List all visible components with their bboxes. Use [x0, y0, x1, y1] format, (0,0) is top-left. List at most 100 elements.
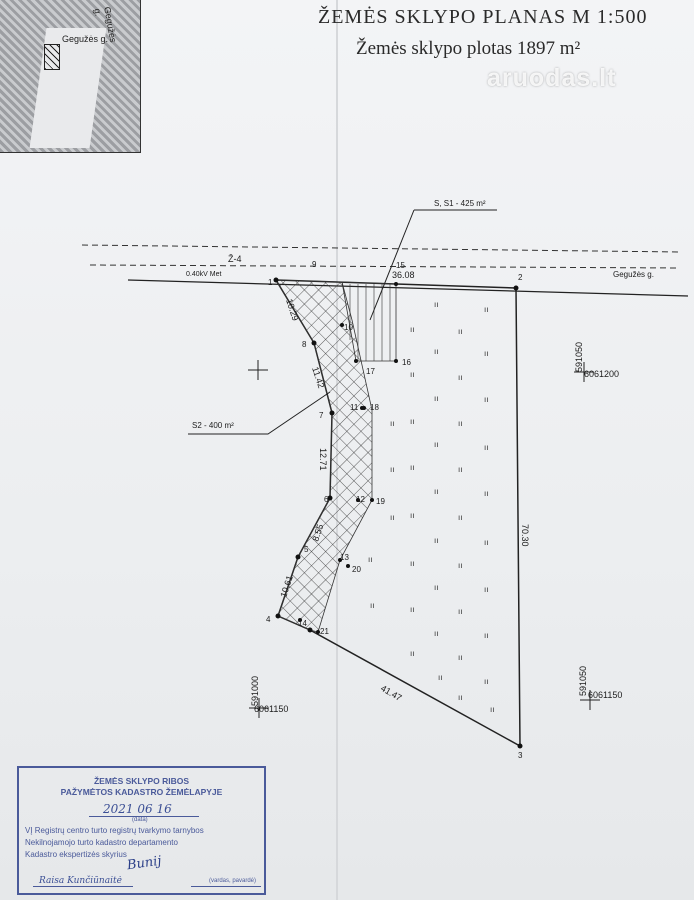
svg-text:ıı: ıı — [370, 601, 374, 610]
point-label: 7 — [319, 411, 324, 420]
stamp-line: Kadastro ekspertizės skyrius — [25, 850, 127, 859]
street-label: Gegužės g. — [613, 270, 654, 279]
zone-label: Ž-4 — [228, 254, 242, 264]
svg-text:ıı: ıı — [484, 395, 488, 404]
plot-area-text: Žemės sklypo plotas 1897 m² — [356, 38, 581, 59]
svg-text:ıı: ıı — [484, 349, 488, 358]
point-label: 6 — [324, 495, 329, 504]
svg-text:ıı: ıı — [434, 347, 438, 356]
point-label: 2 — [518, 273, 523, 282]
point-label: 20 — [352, 565, 361, 574]
svg-text:ıı: ıı — [410, 417, 414, 426]
svg-text:ıı: ıı — [484, 538, 488, 547]
point-label: 5 — [304, 545, 309, 554]
svg-text:ıı: ıı — [434, 583, 438, 592]
plan-title: ŽEMĖS SKLYPO PLANAS M 1:500 — [318, 6, 648, 28]
svg-text:ıı: ıı — [458, 419, 462, 428]
point-label: 11 — [350, 403, 359, 412]
svg-text:ıı: ıı — [390, 419, 394, 428]
point-label: 3 — [518, 751, 523, 760]
svg-text:ıı: ıı — [484, 585, 488, 594]
dimension-label: 41.47 — [379, 683, 404, 703]
svg-text:ıı: ıı — [458, 327, 462, 336]
stamp-line: PAŽYMĖTOS KADASTRO ŽEMĖLAPYJE — [60, 787, 223, 797]
stamp-sign-caption: (vardas, pavardė) — [209, 878, 257, 884]
stamp-sign-line — [191, 886, 261, 887]
grid-crosshair — [248, 360, 600, 718]
cadastre-stamp: ŽEMĖS SKLYPO RIBOS PAŽYMĖTOS KADASTRO ŽE… — [17, 766, 266, 895]
svg-text:ıı: ıı — [458, 513, 462, 522]
point-label: 9 — [312, 260, 317, 269]
svg-text:ıı: ıı — [484, 631, 488, 640]
coordinate-label: 591000 — [250, 676, 260, 706]
svg-text:ıı: ıı — [484, 305, 488, 314]
svg-text:ıı: ıı — [490, 705, 494, 714]
vertex-dots — [273, 277, 523, 749]
coordinate-label: 591050 — [578, 666, 588, 696]
inset-street-label: Gegužės g. — [62, 34, 109, 44]
point-label: 1 — [268, 278, 273, 287]
coordinate-label: 591050 — [574, 342, 584, 372]
coordinate-label: 6061150 — [254, 704, 288, 714]
point-label: 15 — [396, 261, 405, 270]
power-line-label: 0.40kV Met — [186, 271, 221, 278]
stamp-line: Nekilnojamojo turto kadastro departament… — [25, 838, 178, 847]
zone-boundary-line — [89, 264, 681, 269]
stamp-signer-name: Raisa Kunčiūnaitė — [39, 876, 122, 886]
svg-text:ıı: ıı — [390, 513, 394, 522]
svg-text:ıı: ıı — [410, 605, 414, 614]
svg-text:ıı: ıı — [410, 559, 414, 568]
location-inset-map: Gegužės g. Gegužės g. — [0, 0, 141, 153]
coordinate-label: 6061200 — [584, 369, 619, 379]
svg-text:ıı: ıı — [484, 677, 488, 686]
power-line — [127, 279, 689, 297]
svg-text:ıı: ıı — [434, 394, 438, 403]
dimension-label: 70.30 — [520, 524, 530, 547]
svg-text:ıı: ıı — [434, 440, 438, 449]
svg-text:ıı: ıı — [390, 465, 394, 474]
point-label: 18 — [370, 403, 379, 412]
stamp-line: VĮ Registrų centro turto registrų tvarky… — [25, 826, 204, 835]
svg-text:ıı: ıı — [434, 629, 438, 638]
stamp-date-caption: (data) — [132, 817, 148, 823]
servitude-s1-label: S, S1 - 425 m² — [434, 199, 486, 208]
servitude-s2-crosshatch — [276, 280, 372, 632]
stamp-name-line — [33, 886, 133, 887]
svg-text:ıı: ıı — [434, 487, 438, 496]
svg-text:ıı: ıı — [410, 370, 414, 379]
point-label: 14 — [298, 619, 307, 628]
point-label: 21 — [320, 627, 329, 636]
svg-text:ıı: ıı — [410, 649, 414, 658]
svg-text:ıı: ıı — [458, 561, 462, 570]
point-label: 19 — [376, 497, 385, 506]
svg-text:ıı: ıı — [434, 300, 438, 309]
svg-text:ıı: ıı — [410, 325, 414, 334]
svg-text:ıı: ıı — [484, 443, 488, 452]
stamp-date: 2021 06 16 — [103, 802, 172, 816]
stamp-date-line — [89, 816, 199, 817]
stamp-signature: Bunij — [126, 853, 163, 874]
svg-text:ıı: ıı — [484, 489, 488, 498]
point-label: 17 — [366, 367, 375, 376]
svg-text:ıı: ıı — [410, 511, 414, 520]
svg-text:ıı: ıı — [410, 463, 414, 472]
point-label: 12 — [356, 495, 365, 504]
point-label: 16 — [402, 358, 411, 367]
svg-text:ıı: ıı — [368, 555, 372, 564]
dimension-label: 12.71 — [318, 448, 328, 471]
zone-boundary-line — [81, 244, 681, 253]
point-label: 4 — [266, 615, 271, 624]
s1-leader-arrow — [369, 209, 415, 321]
dimension-label: 36.08 — [392, 270, 415, 280]
svg-text:ıı: ıı — [458, 373, 462, 382]
servitude-s1-hatch — [349, 284, 391, 361]
svg-text:ıı: ıı — [458, 653, 462, 662]
point-label: 8 — [302, 340, 307, 349]
point-label: 10 — [344, 323, 353, 332]
servitude-s2-label: S2 - 400 m² — [192, 421, 234, 430]
point-label: 13 — [340, 553, 349, 562]
coordinate-label: 6061150 — [588, 690, 622, 700]
svg-text:ıı: ıı — [434, 536, 438, 545]
s2-leader — [188, 391, 331, 435]
